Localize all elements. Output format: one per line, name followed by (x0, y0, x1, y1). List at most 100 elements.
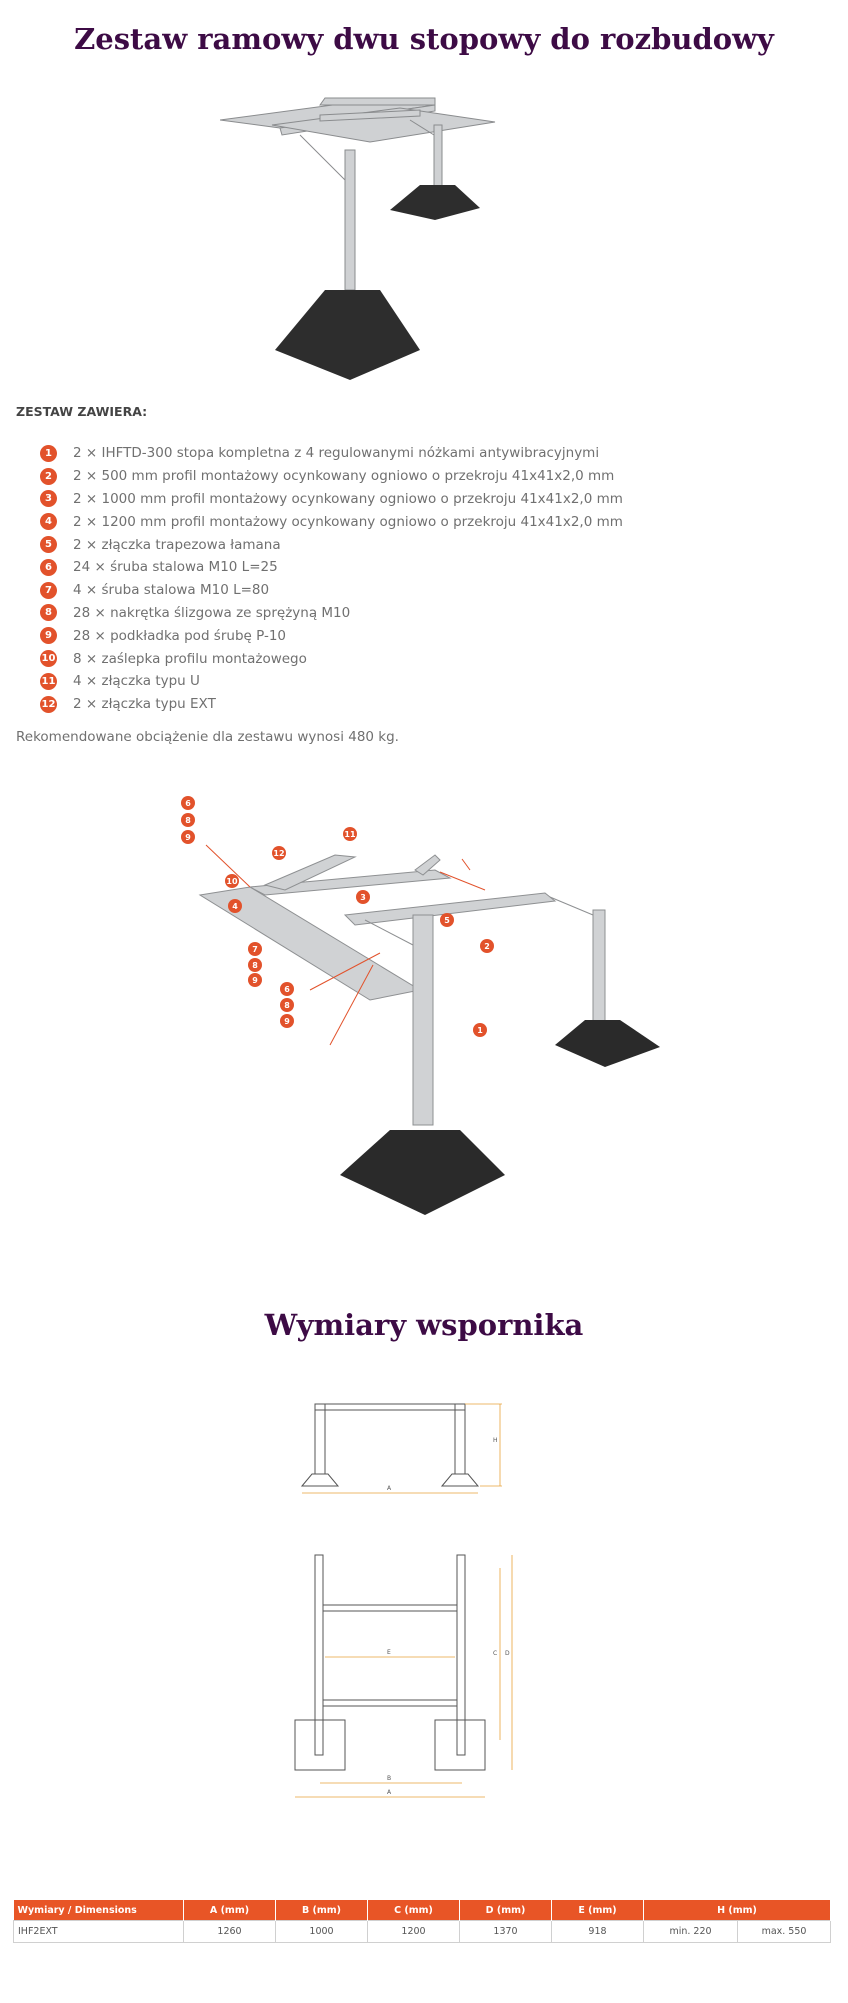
callout-label: 9 (284, 1017, 290, 1026)
item-text: 4 × złączka typu U (73, 673, 200, 690)
item-number: 4 (40, 513, 57, 531)
dimensions-table: Wymiary / Dimensions A (mm) B (mm) C (mm… (13, 1900, 831, 1943)
item-number: 5 (40, 536, 57, 554)
list-item: 2 2 × 500 mm profil montażowy ocynkowany … (40, 465, 623, 488)
callout-8b (248, 958, 262, 972)
callout-8c (280, 998, 294, 1012)
callout-label: 10 (226, 877, 238, 886)
dim-label-c: C (493, 1650, 497, 1657)
header-dimensions: Wymiary / Dimensions (13, 1900, 184, 1921)
callout-label: 5 (444, 916, 450, 925)
item-text: 28 × podkładka pod śrubę P-10 (73, 627, 287, 644)
item-number: 3 (40, 490, 57, 508)
header-a: A (mm) (183, 1900, 276, 1921)
contents-heading: ZESTAW ZAWIERA: (16, 404, 148, 419)
table-header-row: Wymiary / Dimensions A (mm) B (mm) C (mm… (13, 1900, 831, 1921)
cell-e: 918 (551, 1920, 644, 1943)
callout-label: 9 (252, 976, 258, 985)
item-text: 2 × IHFTD-300 stopa kompletna z 4 regulo… (73, 445, 600, 462)
callout-12 (272, 846, 286, 860)
header-d: D (mm) (459, 1900, 552, 1921)
item-number: 11 (40, 672, 57, 690)
dim-label-h: H (493, 1437, 498, 1444)
item-number: 6 (40, 558, 57, 576)
header-c: C (mm) (367, 1900, 460, 1921)
item-number: 9 (40, 627, 57, 645)
callout-label: 1 (477, 1026, 483, 1035)
item-number: 2 (40, 467, 57, 485)
callout-9c (280, 1014, 294, 1028)
callout-label: 11 (344, 830, 356, 839)
list-item: 8 28 × nakrętka ślizgowa ze sprężyną M10 (40, 602, 623, 625)
item-text: 2 × złączka typu EXT (73, 696, 216, 713)
list-item: 10 8 × zaślepka profilu montażowego (40, 647, 623, 670)
front-view-drawing: A H (300, 1403, 502, 1494)
list-item: 11 4 × złączka typu U (40, 670, 623, 693)
callout-label: 8 (284, 1001, 290, 1010)
callout-9b (248, 973, 262, 987)
callout-10 (225, 874, 239, 888)
dim-label-e: E (387, 1649, 391, 1656)
callout-label: 8 (185, 816, 191, 825)
page-title: Zestaw ramowy dwu stopowy do rozbudowy (74, 22, 774, 56)
dim-label-a: A (387, 1789, 392, 1796)
cell-c: 1200 (367, 1920, 460, 1943)
top-view-drawing: E B A C D (294, 1554, 513, 1798)
list-item: 12 2 × złączka typu EXT (40, 693, 623, 716)
cell-d: 1370 (459, 1920, 552, 1943)
callout-label: 7 (252, 945, 258, 954)
header-b: B (mm) (275, 1900, 368, 1921)
header-e: E (mm) (551, 1900, 644, 1921)
callout-label: 6 (284, 985, 290, 994)
callout-7 (248, 942, 262, 956)
table-row: IHF2EXT 1260 1000 1200 1370 918 min. 220… (13, 1920, 831, 1943)
callout-1 (473, 1023, 487, 1037)
item-text: 2 × złączka trapezowa łamana (73, 536, 281, 553)
callout-6a (181, 796, 195, 810)
dimensions-title: Wymiary wspornika (264, 1308, 584, 1342)
callout-label: 2 (484, 942, 490, 951)
item-text: 4 × śruba stalowa M10 L=80 (73, 582, 270, 599)
assembly-diagram: 6 8 9 10 12 11 3 4 5 2 1 7 8 9 6 8 9 (181, 796, 660, 1215)
item-text: 28 × nakrętka ślizgowa ze sprężyną M10 (73, 604, 351, 621)
cell-h-max: max. 550 (737, 1920, 831, 1943)
list-item: 7 4 × śruba stalowa M10 L=80 (40, 579, 623, 602)
callout-label: 8 (252, 961, 258, 970)
item-number: 7 (40, 581, 57, 599)
item-text: 2 × 500 mm profil montażowy ocynkowany o… (73, 468, 615, 485)
item-text: 2 × 1200 mm profil montażowy ocynkowany … (73, 513, 623, 530)
list-item: 9 28 × podkładka pod śrubę P-10 (40, 624, 623, 647)
cell-a: 1260 (183, 1920, 276, 1943)
item-number: 10 (40, 650, 57, 668)
list-item: 6 24 × śruba stalowa M10 L=25 (40, 556, 623, 579)
dim-label-a: A (387, 1485, 392, 1492)
callout-label: 9 (185, 833, 191, 842)
item-text: 8 × zaślepka profilu montażowego (73, 650, 307, 667)
callout-9a (181, 830, 195, 844)
product-photo (220, 97, 496, 380)
callout-11 (343, 827, 357, 841)
list-item: 5 2 × złączka trapezowa łamana (40, 533, 623, 556)
callout-2 (480, 939, 494, 953)
callout-label: 12 (273, 849, 284, 858)
callout-8a (181, 813, 195, 827)
callout-label: 6 (185, 799, 191, 808)
dim-label-b: B (387, 1775, 391, 1782)
callout-6c (280, 982, 294, 996)
callout-3 (356, 890, 370, 904)
callout-label: 4 (232, 902, 238, 911)
cell-h-min: min. 220 (643, 1920, 738, 1943)
dim-label-d: D (505, 1650, 510, 1657)
item-number: 12 (40, 695, 57, 713)
callout-5 (440, 913, 454, 927)
list-item: 4 2 × 1200 mm profil montażowy ocynkowany… (40, 510, 623, 533)
load-recommendation: Rekomendowane obciążenie dla zestawu wyn… (16, 729, 399, 745)
callout-label: 3 (360, 893, 366, 902)
callout-4 (228, 899, 242, 913)
cell-model: IHF2EXT (13, 1920, 184, 1943)
item-number: 8 (40, 604, 57, 622)
item-text: 24 × śruba stalowa M10 L=25 (73, 559, 278, 576)
